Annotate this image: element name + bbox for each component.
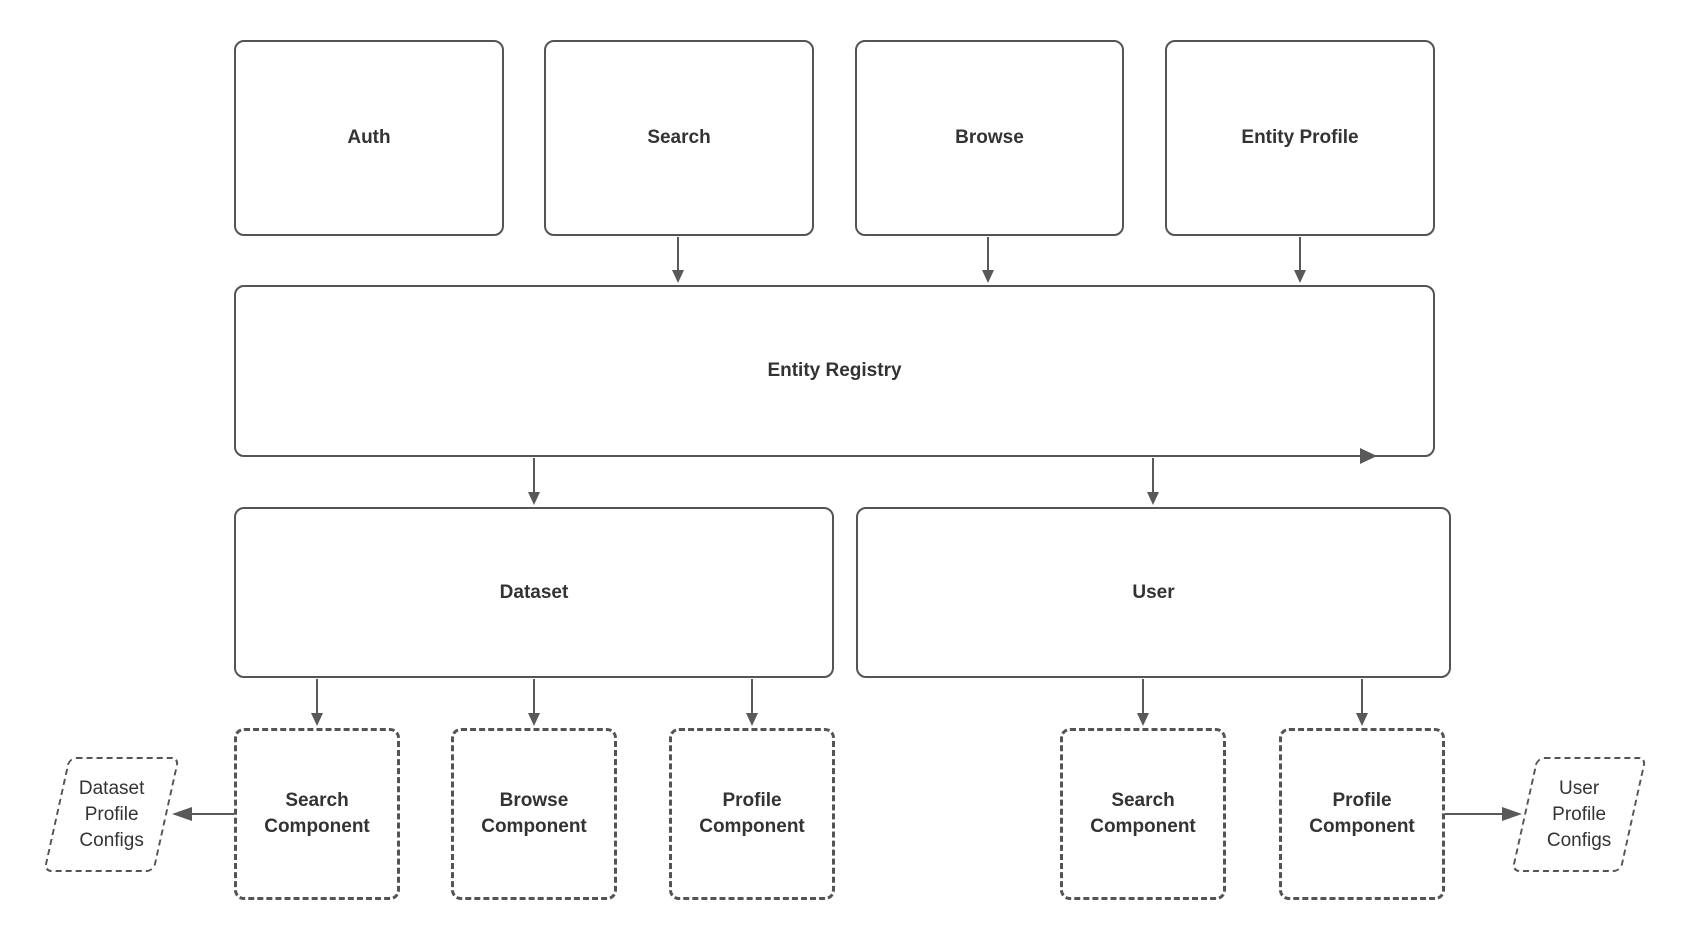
arrow-dataset-to-browse-component [528,679,540,726]
arrow-dataset-to-profile-component [746,679,758,726]
node-browse-label: Browse [955,127,1024,148]
node-dataset-search-component-label: Search Component [264,790,370,837]
node-entity-registry: Entity Registry [234,285,1435,457]
arrow-profile-component-to-user-profile-configs [1445,807,1522,821]
node-user-label: User [1132,581,1175,603]
arrow-entity-registry-to-user [1147,458,1159,505]
arrow-dataset-to-search-component [311,679,323,726]
node-user-profile-component-label: Profile Component [1309,790,1415,837]
node-user-profile-component: Profile Component [1279,728,1445,900]
node-user: User [856,507,1451,678]
node-dataset-profile-configs: Dataset Profile Configs [43,757,180,872]
node-dataset-browse-component-label: Browse Component [481,790,587,837]
node-entity-profile: Entity Profile [1165,40,1435,236]
node-entity-registry-label: Entity Registry [767,360,902,381]
arrow-search-to-entity-registry [672,237,684,283]
arrow-entity-registry-to-dataset [528,458,540,505]
node-user-profile-configs: User Profile Configs [1511,757,1647,872]
arrow-search-component-to-dataset-profile-configs [172,807,234,821]
node-auth-label: Auth [347,127,391,148]
node-dataset-label: Dataset [499,581,569,603]
node-user-profile-configs-label: User Profile Configs [1546,777,1612,851]
node-dataset-browse-component: Browse Component [451,728,617,900]
node-entity-profile-label: Entity Profile [1241,127,1359,148]
node-search-label: Search [647,127,711,148]
node-dataset-profile-component-label: Profile Component [699,790,805,837]
node-dataset-profile-configs-label: Dataset Profile Configs [78,777,145,851]
arrow-entity-profile-to-entity-registry [1294,237,1306,283]
node-dataset-profile-component: Profile Component [669,728,835,900]
node-dataset: Dataset [234,507,834,678]
arrow-user-to-search-component [1137,679,1149,726]
node-browse: Browse [855,40,1124,236]
arrow-browse-to-entity-registry [982,237,994,283]
node-auth: Auth [234,40,504,236]
node-dataset-search-component: Search Component [234,728,400,900]
node-user-search-component: Search Component [1060,728,1226,900]
arrow-user-to-profile-component [1356,679,1368,726]
node-search: Search [544,40,814,236]
arrowhead-entity-registry-bottom-right [1360,448,1377,464]
node-user-search-component-label: Search Component [1090,790,1196,837]
